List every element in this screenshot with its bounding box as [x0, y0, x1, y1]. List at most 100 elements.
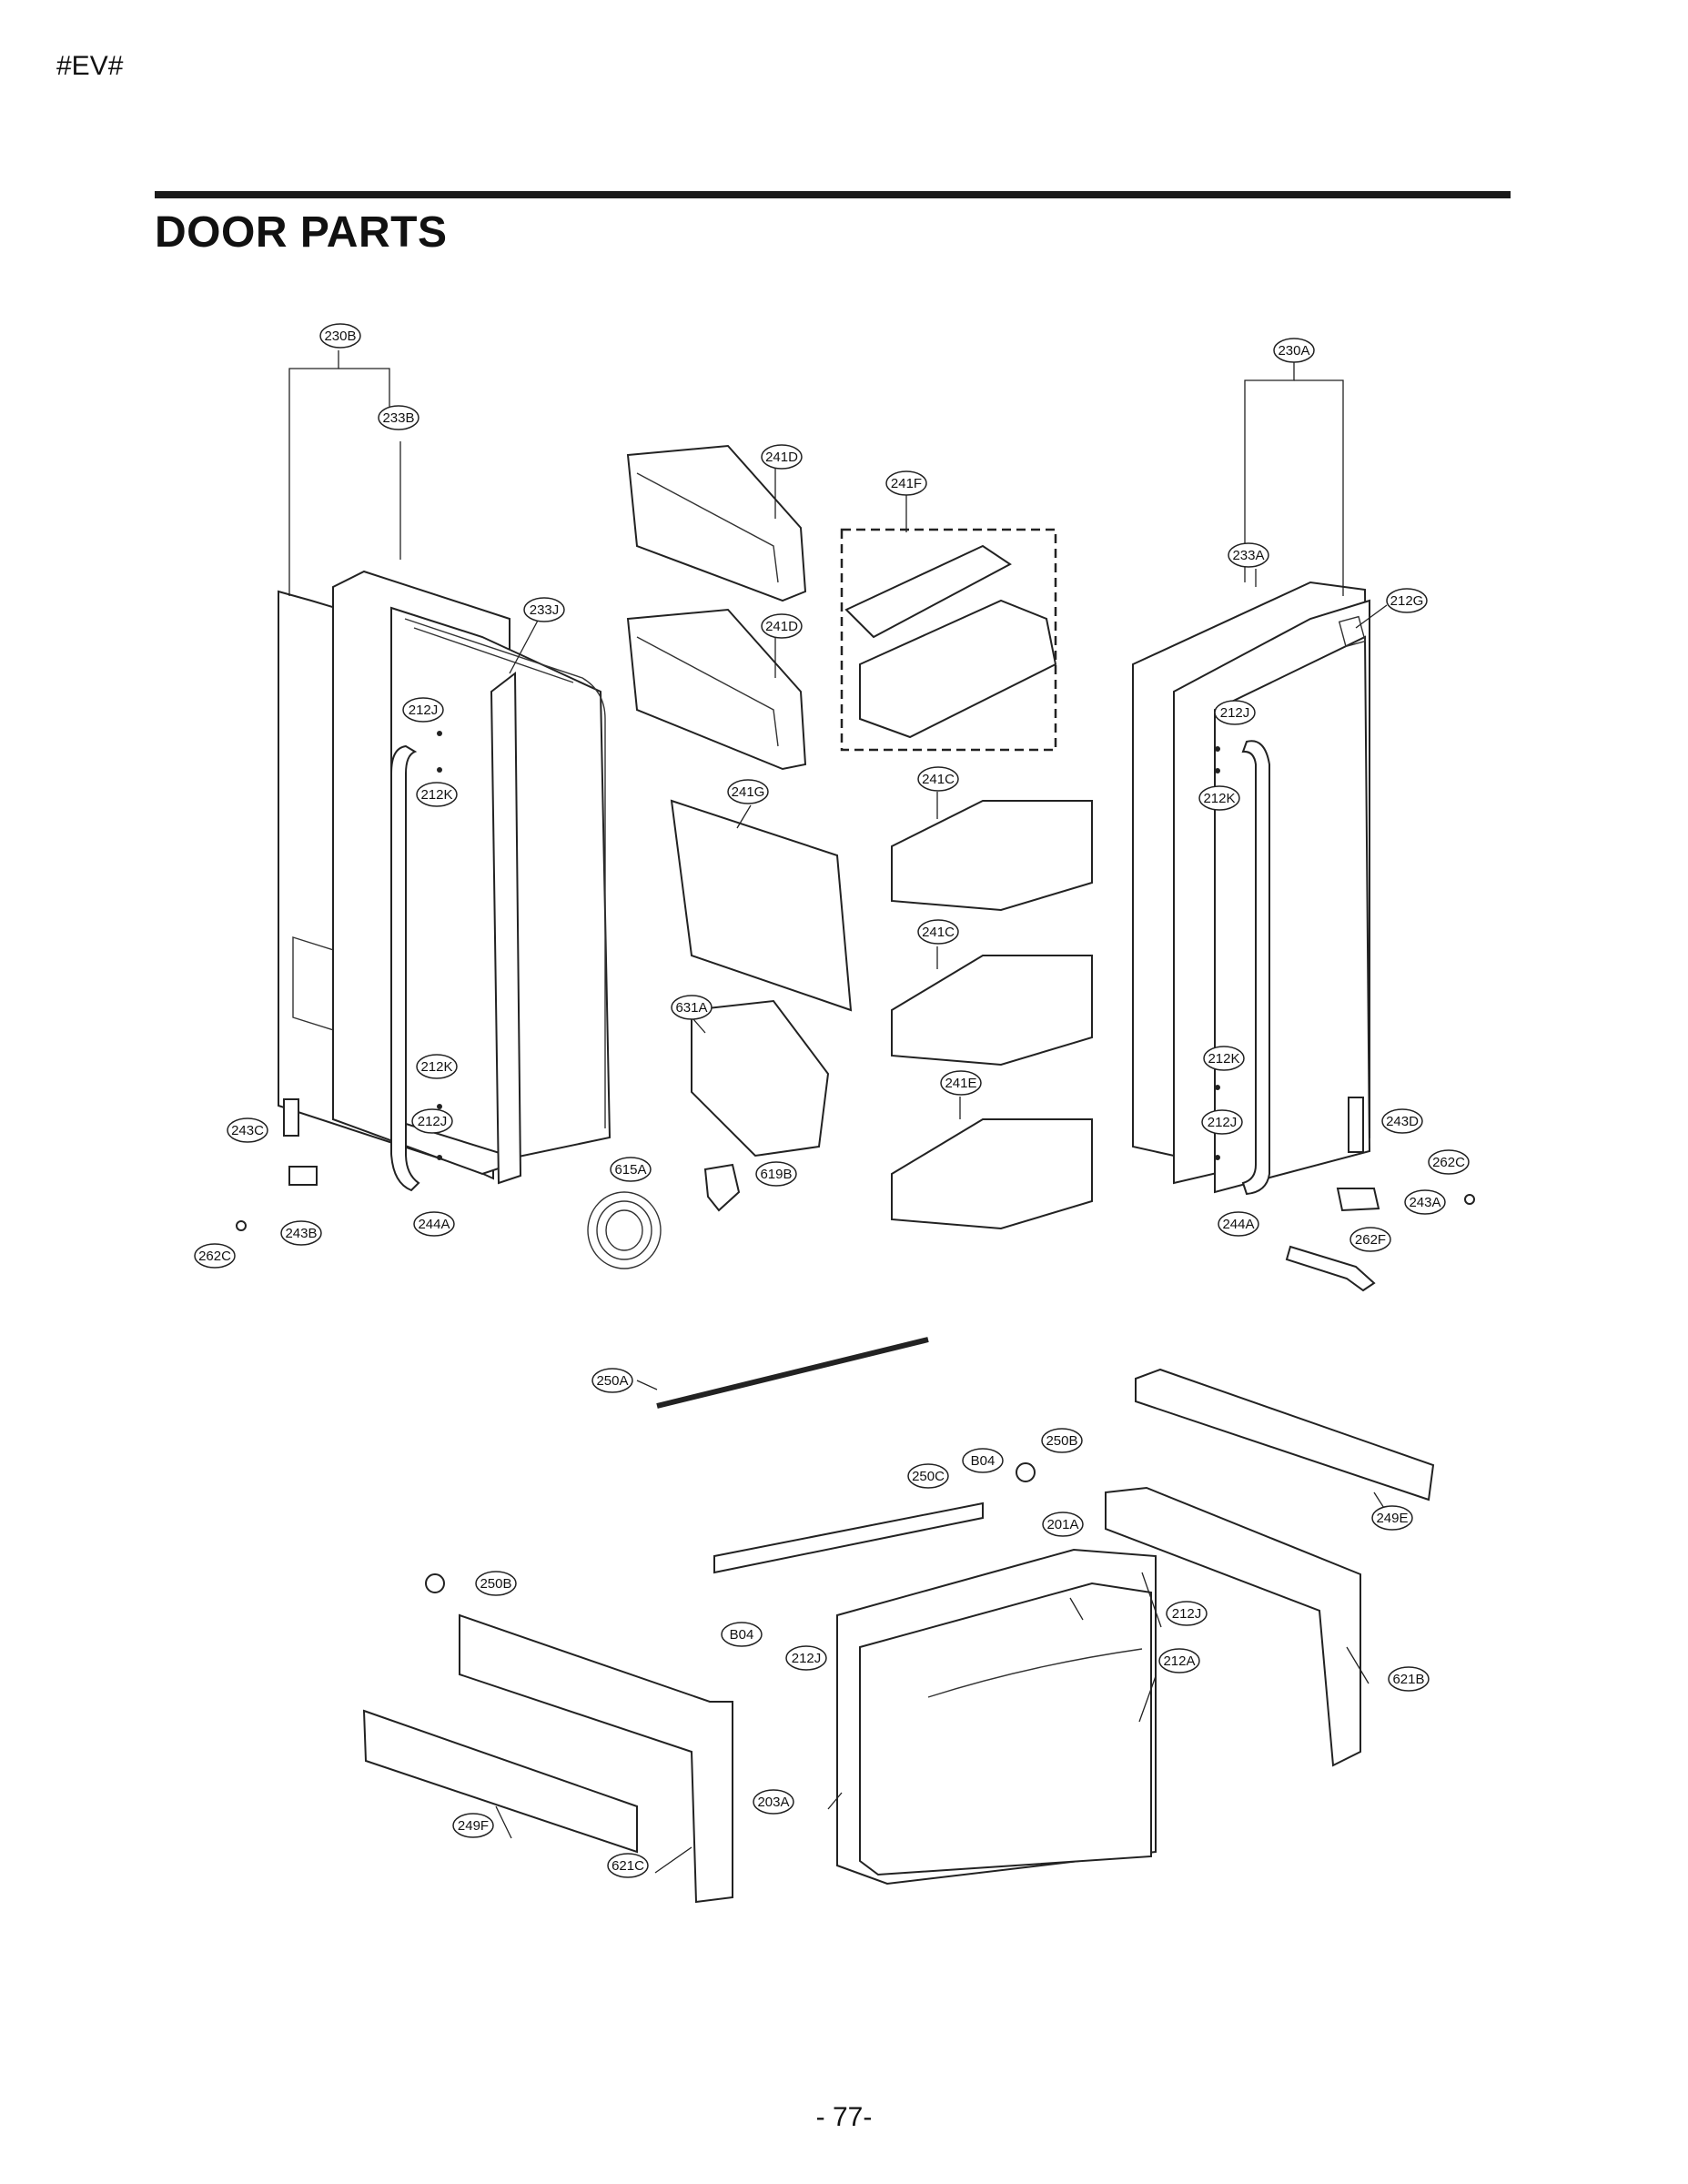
svg-text:212J: 212J [1220, 705, 1250, 721]
svg-text:212K: 212K [420, 1059, 452, 1075]
callout-203a: 203A [753, 1789, 794, 1815]
callout-262c: 262C [194, 1243, 236, 1269]
callout-244a: 244A [413, 1211, 455, 1237]
svg-text:201A: 201A [1046, 1517, 1078, 1532]
door-bins [587, 444, 1093, 1269]
callout-212j: 212J [411, 1108, 453, 1134]
part-callouts: 230B 233B 233J 212J 212K 212K 212J 243C … [194, 323, 1470, 1878]
svg-text:212G: 212G [1390, 593, 1424, 609]
callout-249f: 249F [452, 1813, 494, 1838]
svg-text:250A: 250A [596, 1373, 628, 1389]
svg-text:243D: 243D [1386, 1114, 1419, 1129]
callout-621b: 621B [1388, 1666, 1430, 1692]
svg-text:243B: 243B [285, 1226, 317, 1241]
callout-244a: 244A [1218, 1211, 1259, 1237]
callout-243c: 243C [227, 1117, 268, 1143]
svg-text:249E: 249E [1376, 1511, 1408, 1526]
svg-text:203A: 203A [757, 1795, 789, 1810]
callout-250c: 250C [907, 1463, 949, 1489]
callout-262c: 262C [1428, 1149, 1470, 1175]
svg-text:250B: 250B [480, 1576, 511, 1592]
callout-250a: 250A [591, 1368, 633, 1393]
svg-text:615A: 615A [614, 1162, 646, 1178]
callout-250b: 250B [1041, 1428, 1083, 1453]
svg-text:250C: 250C [912, 1469, 945, 1484]
svg-text:212J: 212J [409, 703, 439, 718]
title-rule [155, 191, 1511, 198]
svg-text:244A: 244A [1222, 1217, 1254, 1232]
left-door-assembly [236, 570, 612, 1231]
svg-text:241D: 241D [765, 619, 798, 634]
callout-b04: B04 [721, 1622, 763, 1647]
callout-212k: 212K [1198, 785, 1240, 811]
svg-text:244A: 244A [418, 1217, 450, 1232]
svg-text:212J: 212J [1208, 1115, 1238, 1130]
callout-241d: 241D [761, 444, 803, 470]
svg-text:262C: 262C [1432, 1155, 1465, 1170]
callout-233a: 233A [1228, 542, 1269, 568]
callout-241c: 241C [917, 919, 959, 945]
svg-text:212A: 212A [1163, 1653, 1195, 1669]
callout-262f: 262F [1349, 1227, 1391, 1252]
callout-621c: 621C [607, 1853, 649, 1878]
callout-230b: 230B [319, 323, 361, 349]
svg-text:619B: 619B [760, 1167, 792, 1182]
right-door-assembly [1132, 581, 1475, 1292]
leader-lines [288, 350, 1396, 1874]
svg-text:262C: 262C [198, 1249, 231, 1264]
svg-text:241F: 241F [891, 476, 922, 491]
callout-212j: 212J [402, 697, 444, 723]
callout-243d: 243D [1381, 1108, 1423, 1134]
svg-text:241D: 241D [765, 450, 798, 465]
callout-212g: 212G [1386, 588, 1428, 613]
svg-text:241C: 241C [922, 772, 955, 787]
callout-212j: 212J [1201, 1109, 1243, 1135]
svg-text:212J: 212J [792, 1651, 822, 1666]
svg-text:241C: 241C [922, 925, 955, 940]
svg-text:230B: 230B [324, 329, 356, 344]
svg-text:243C: 243C [231, 1123, 264, 1138]
svg-text:233J: 233J [530, 602, 560, 618]
svg-text:262F: 262F [1355, 1232, 1386, 1248]
callout-241g: 241G [727, 779, 769, 804]
callout-243a: 243A [1404, 1189, 1446, 1215]
callout-249e: 249E [1371, 1505, 1413, 1531]
callout-212a: 212A [1158, 1648, 1200, 1673]
callout-619b: 619B [755, 1161, 797, 1187]
callout-212k: 212K [416, 782, 458, 807]
svg-text:212K: 212K [420, 787, 452, 803]
callout-212j: 212J [1214, 700, 1256, 725]
callout-212k: 212K [1203, 1046, 1245, 1071]
callout-615a: 615A [610, 1157, 652, 1182]
callout-631a: 631A [671, 995, 713, 1020]
svg-text:212J: 212J [418, 1114, 448, 1129]
page-tag: #EV# [56, 51, 124, 81]
svg-text:250B: 250B [1046, 1433, 1077, 1449]
callout-243b: 243B [280, 1220, 322, 1246]
svg-text:241G: 241G [732, 784, 765, 800]
svg-text:B04: B04 [730, 1627, 754, 1643]
svg-text:621C: 621C [612, 1858, 644, 1874]
svg-text:233B: 233B [382, 410, 414, 426]
svg-text:631A: 631A [675, 1000, 707, 1016]
svg-text:212K: 212K [1203, 791, 1235, 806]
callout-201a: 201A [1042, 1512, 1084, 1537]
callout-212j: 212J [1166, 1601, 1208, 1626]
page-title: DOOR PARTS [155, 208, 448, 257]
callout-b04: B04 [962, 1448, 1004, 1473]
svg-text:621B: 621B [1392, 1672, 1424, 1687]
svg-text:230A: 230A [1278, 343, 1309, 359]
callout-250b: 250B [475, 1571, 517, 1596]
page-number: - 77- [815, 2102, 873, 2132]
callout-233j: 233J [523, 597, 565, 622]
callout-241f: 241F [885, 470, 927, 496]
svg-text:233A: 233A [1232, 548, 1264, 563]
callout-212k: 212K [416, 1054, 458, 1079]
svg-text:212J: 212J [1172, 1606, 1202, 1622]
svg-text:241E: 241E [945, 1076, 976, 1091]
callout-230a: 230A [1273, 338, 1315, 363]
callout-241c: 241C [917, 766, 959, 792]
callout-212j: 212J [785, 1645, 827, 1671]
svg-text:249F: 249F [458, 1818, 489, 1834]
